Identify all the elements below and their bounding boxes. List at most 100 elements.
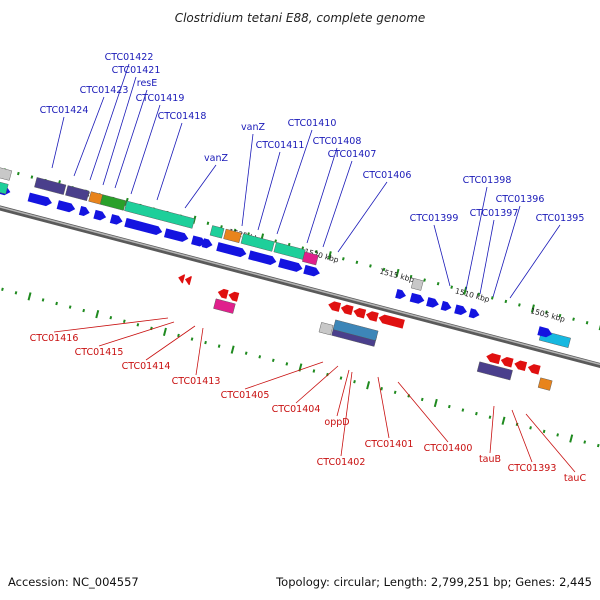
hypothetical-gene-box [318, 322, 334, 336]
forward-scale-tick [450, 285, 454, 289]
reverse-scale-tick [353, 379, 356, 384]
reverse-scale-tick [569, 434, 574, 443]
forward-scale-tick [314, 249, 318, 254]
forward-scale-tick [490, 296, 494, 300]
atpase-gene-box [332, 319, 379, 341]
forward-scale-tick [558, 313, 562, 318]
forward-scale-tick [274, 239, 277, 243]
reverse-scale-tick [271, 358, 275, 363]
forward-gene-arrow [163, 228, 189, 242]
forward-gene-arrow [124, 217, 163, 236]
reverse-scale-tick [339, 376, 343, 380]
reverse-scale-tick [258, 355, 262, 359]
forward-gene-arrow [248, 250, 277, 265]
forward-label-leader [51, 116, 65, 169]
reverse-gene-label: CTC01393 [508, 463, 557, 474]
reverse-scale-tick [407, 394, 411, 398]
reverse-gene-arrow [365, 311, 379, 322]
reverse-gene-arrow [328, 301, 342, 312]
forward-scale-tick [585, 321, 589, 325]
forward-gene-label: CTC01407 [328, 149, 377, 160]
reverse-scale-tick [41, 298, 45, 302]
forward-gene-arrow [426, 297, 439, 308]
forward-label-leader [89, 63, 130, 181]
reverse-scale-tick [68, 305, 72, 309]
reverse-scale-tick [529, 426, 532, 430]
forward-gene-label: CTC01418 [158, 111, 207, 122]
reverse-gene-arrow [514, 360, 528, 372]
genome-backbone [0, 197, 600, 378]
forward-label-leader [492, 205, 521, 298]
hypothetical-gene-box [0, 166, 13, 181]
reverse-scale-tick [162, 327, 167, 337]
reverse-scale-tick [285, 362, 289, 366]
reverse-scale-tick [596, 443, 600, 448]
reverse-gene-label: oppD [324, 417, 349, 428]
reverse-label-leader [295, 365, 339, 404]
reverse-scale-tick [583, 440, 587, 444]
reverse-label-leader [525, 413, 576, 473]
genome-backbone-highlight [0, 198, 600, 376]
forward-label-leader [276, 129, 313, 235]
forward-label-leader [241, 133, 254, 227]
reverse-scale-tick [27, 292, 32, 301]
forward-gene-label: CTC01396 [496, 194, 545, 205]
scale-label: 1515 kbp [379, 267, 416, 285]
forward-label-leader [184, 164, 217, 209]
forward-gene-label: CTC01406 [363, 170, 412, 181]
forward-gene-label: CTC01419 [136, 93, 185, 104]
forward-gene-arrow [56, 200, 76, 213]
reverse-scale-tick [461, 408, 465, 412]
forward-gene-label: CTC01421 [112, 65, 161, 76]
forward-scale-tick [545, 310, 548, 314]
reverse-scale-tick [1, 287, 4, 291]
forward-gene-label: CTC01408 [313, 136, 362, 147]
reverse-scale-tick [298, 363, 303, 372]
regulator-gene-box [537, 377, 553, 391]
reverse-scale-tick [82, 308, 86, 313]
reverse-gene-label: CTC01416 [30, 333, 79, 344]
reverse-label-leader [195, 327, 204, 376]
reverse-gene-arrow [178, 274, 186, 284]
forward-scale-tick [327, 251, 332, 260]
reverse-scale-tick [109, 315, 113, 320]
forward-gene-label: CTC01411 [256, 140, 305, 151]
transporter-gene-box [476, 361, 513, 381]
permease-gene-box [302, 251, 319, 266]
reverse-scale-tick [366, 381, 371, 390]
reverse-gene-arrow [486, 353, 501, 365]
forward-scale-tick [530, 304, 535, 313]
forward-gene-arrow [201, 238, 213, 249]
forward-scale-tick [395, 268, 400, 278]
membrane-gene-box [124, 200, 195, 229]
reverse-gene-label: CTC01405 [221, 390, 270, 401]
reverse-gene-arrow [353, 307, 367, 319]
forward-scale-tick [477, 292, 481, 297]
reverse-scale-tick [447, 404, 451, 409]
forward-gene-arrow [409, 292, 425, 304]
forward-scale-tick [518, 303, 521, 307]
reverse-gene-label: tauB [479, 454, 501, 465]
forward-label-leader [433, 224, 451, 287]
reverse-gene-arrow [500, 356, 514, 368]
reverse-scale-tick [475, 411, 478, 416]
forward-scale-tick [504, 299, 508, 304]
reverse-scale-tick [312, 369, 316, 373]
reverse-label-leader [145, 325, 196, 361]
forward-gene-label: CTC01398 [463, 175, 512, 186]
forward-gene-arrow [468, 308, 480, 319]
forward-gene-label: vanZ [241, 122, 265, 133]
forward-scale-tick [30, 175, 34, 179]
membrane-gene-box [0, 180, 9, 195]
gene-labels: CTC01424CTC01423CTC01422CTC01421resECTC0… [30, 52, 587, 484]
reverse-gene-label: CTC01413 [172, 376, 221, 387]
forward-scale-tick [355, 260, 359, 265]
reverse-label-leader [489, 405, 495, 454]
forward-gene-label: CTC01397 [470, 208, 519, 219]
reverse-scale-tick [204, 340, 207, 345]
reverse-gene-arrow [228, 291, 240, 302]
genome-title: Clostridium tetani E88, complete genome [175, 11, 426, 25]
forward-gene-arrow [440, 300, 452, 311]
forward-gene-arrow [93, 209, 107, 221]
reverse-gene-arrow [378, 314, 405, 329]
